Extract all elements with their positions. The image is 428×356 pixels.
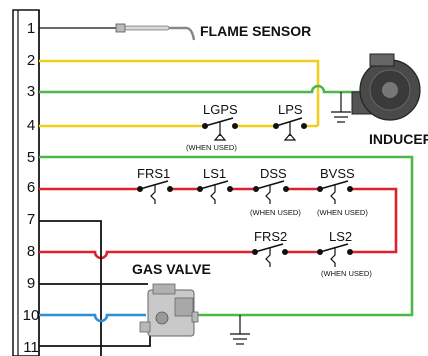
ground-symbol-icon [230, 315, 250, 345]
pin-label: 1 [27, 20, 35, 37]
dss-switch-icon [253, 180, 289, 204]
frs1-switch-icon [137, 180, 173, 204]
switch-label-bvss: BVSS [320, 166, 355, 181]
pin-label: 7 [27, 211, 35, 228]
wire-6-red [39, 187, 398, 260]
when-used-note: (WHEN USED) [321, 269, 372, 278]
inducer-label: INDUCER [369, 131, 428, 147]
pin-label: 3 [27, 83, 35, 100]
flame-sensor-label: FLAME SENSOR [200, 23, 311, 39]
pin-label: 5 [27, 149, 35, 166]
bvss-switch-icon [317, 180, 353, 204]
pin-label: 9 [27, 275, 35, 292]
switch-label-frs1: FRS1 [137, 166, 170, 181]
when-used-note: (WHEN USED) [186, 143, 237, 152]
wire-10-blue [39, 313, 146, 323]
switch-label-lgps: LGPS [203, 102, 238, 117]
switch-label-frs2: FRS2 [254, 229, 287, 244]
pin-label: 10 [23, 307, 40, 324]
pin-label: 11 [23, 339, 39, 356]
frs2-switch-icon [252, 243, 288, 267]
inducer-motor-icon [351, 53, 421, 121]
when-used-note: (WHEN USED) [317, 208, 368, 217]
ls1-switch-icon [197, 180, 233, 204]
switch-label-ls2: LS2 [329, 229, 352, 244]
ls2-switch-icon [317, 243, 353, 267]
pin-label: 6 [27, 179, 35, 196]
gas-valve-icon [139, 283, 199, 337]
switch-label-dss: DSS [260, 166, 287, 181]
switch-label-ls1: LS1 [203, 166, 226, 181]
lgps-switch-icon [202, 117, 238, 141]
when-used-note: (WHEN USED) [250, 208, 301, 217]
wire-2-yellow [39, 59, 320, 126]
lps-switch-icon [273, 117, 307, 141]
switch-label-lps: LPS [278, 102, 303, 117]
terminal-block: 1 2 3 4 5 6 7 8 9 10 11 [12, 9, 40, 356]
pin-label: 8 [27, 243, 35, 260]
gas-valve-label: GAS VALVE [132, 261, 211, 277]
pin-label: 4 [27, 117, 35, 134]
pin-label: 2 [27, 52, 35, 69]
wire-7-black [39, 220, 102, 356]
flame-sensor-icon [39, 23, 196, 41]
ground-symbol-icon [331, 92, 351, 123]
wire-3-green [39, 84, 368, 94]
wire-5-green [39, 155, 414, 317]
wire-11-black [39, 335, 151, 347]
